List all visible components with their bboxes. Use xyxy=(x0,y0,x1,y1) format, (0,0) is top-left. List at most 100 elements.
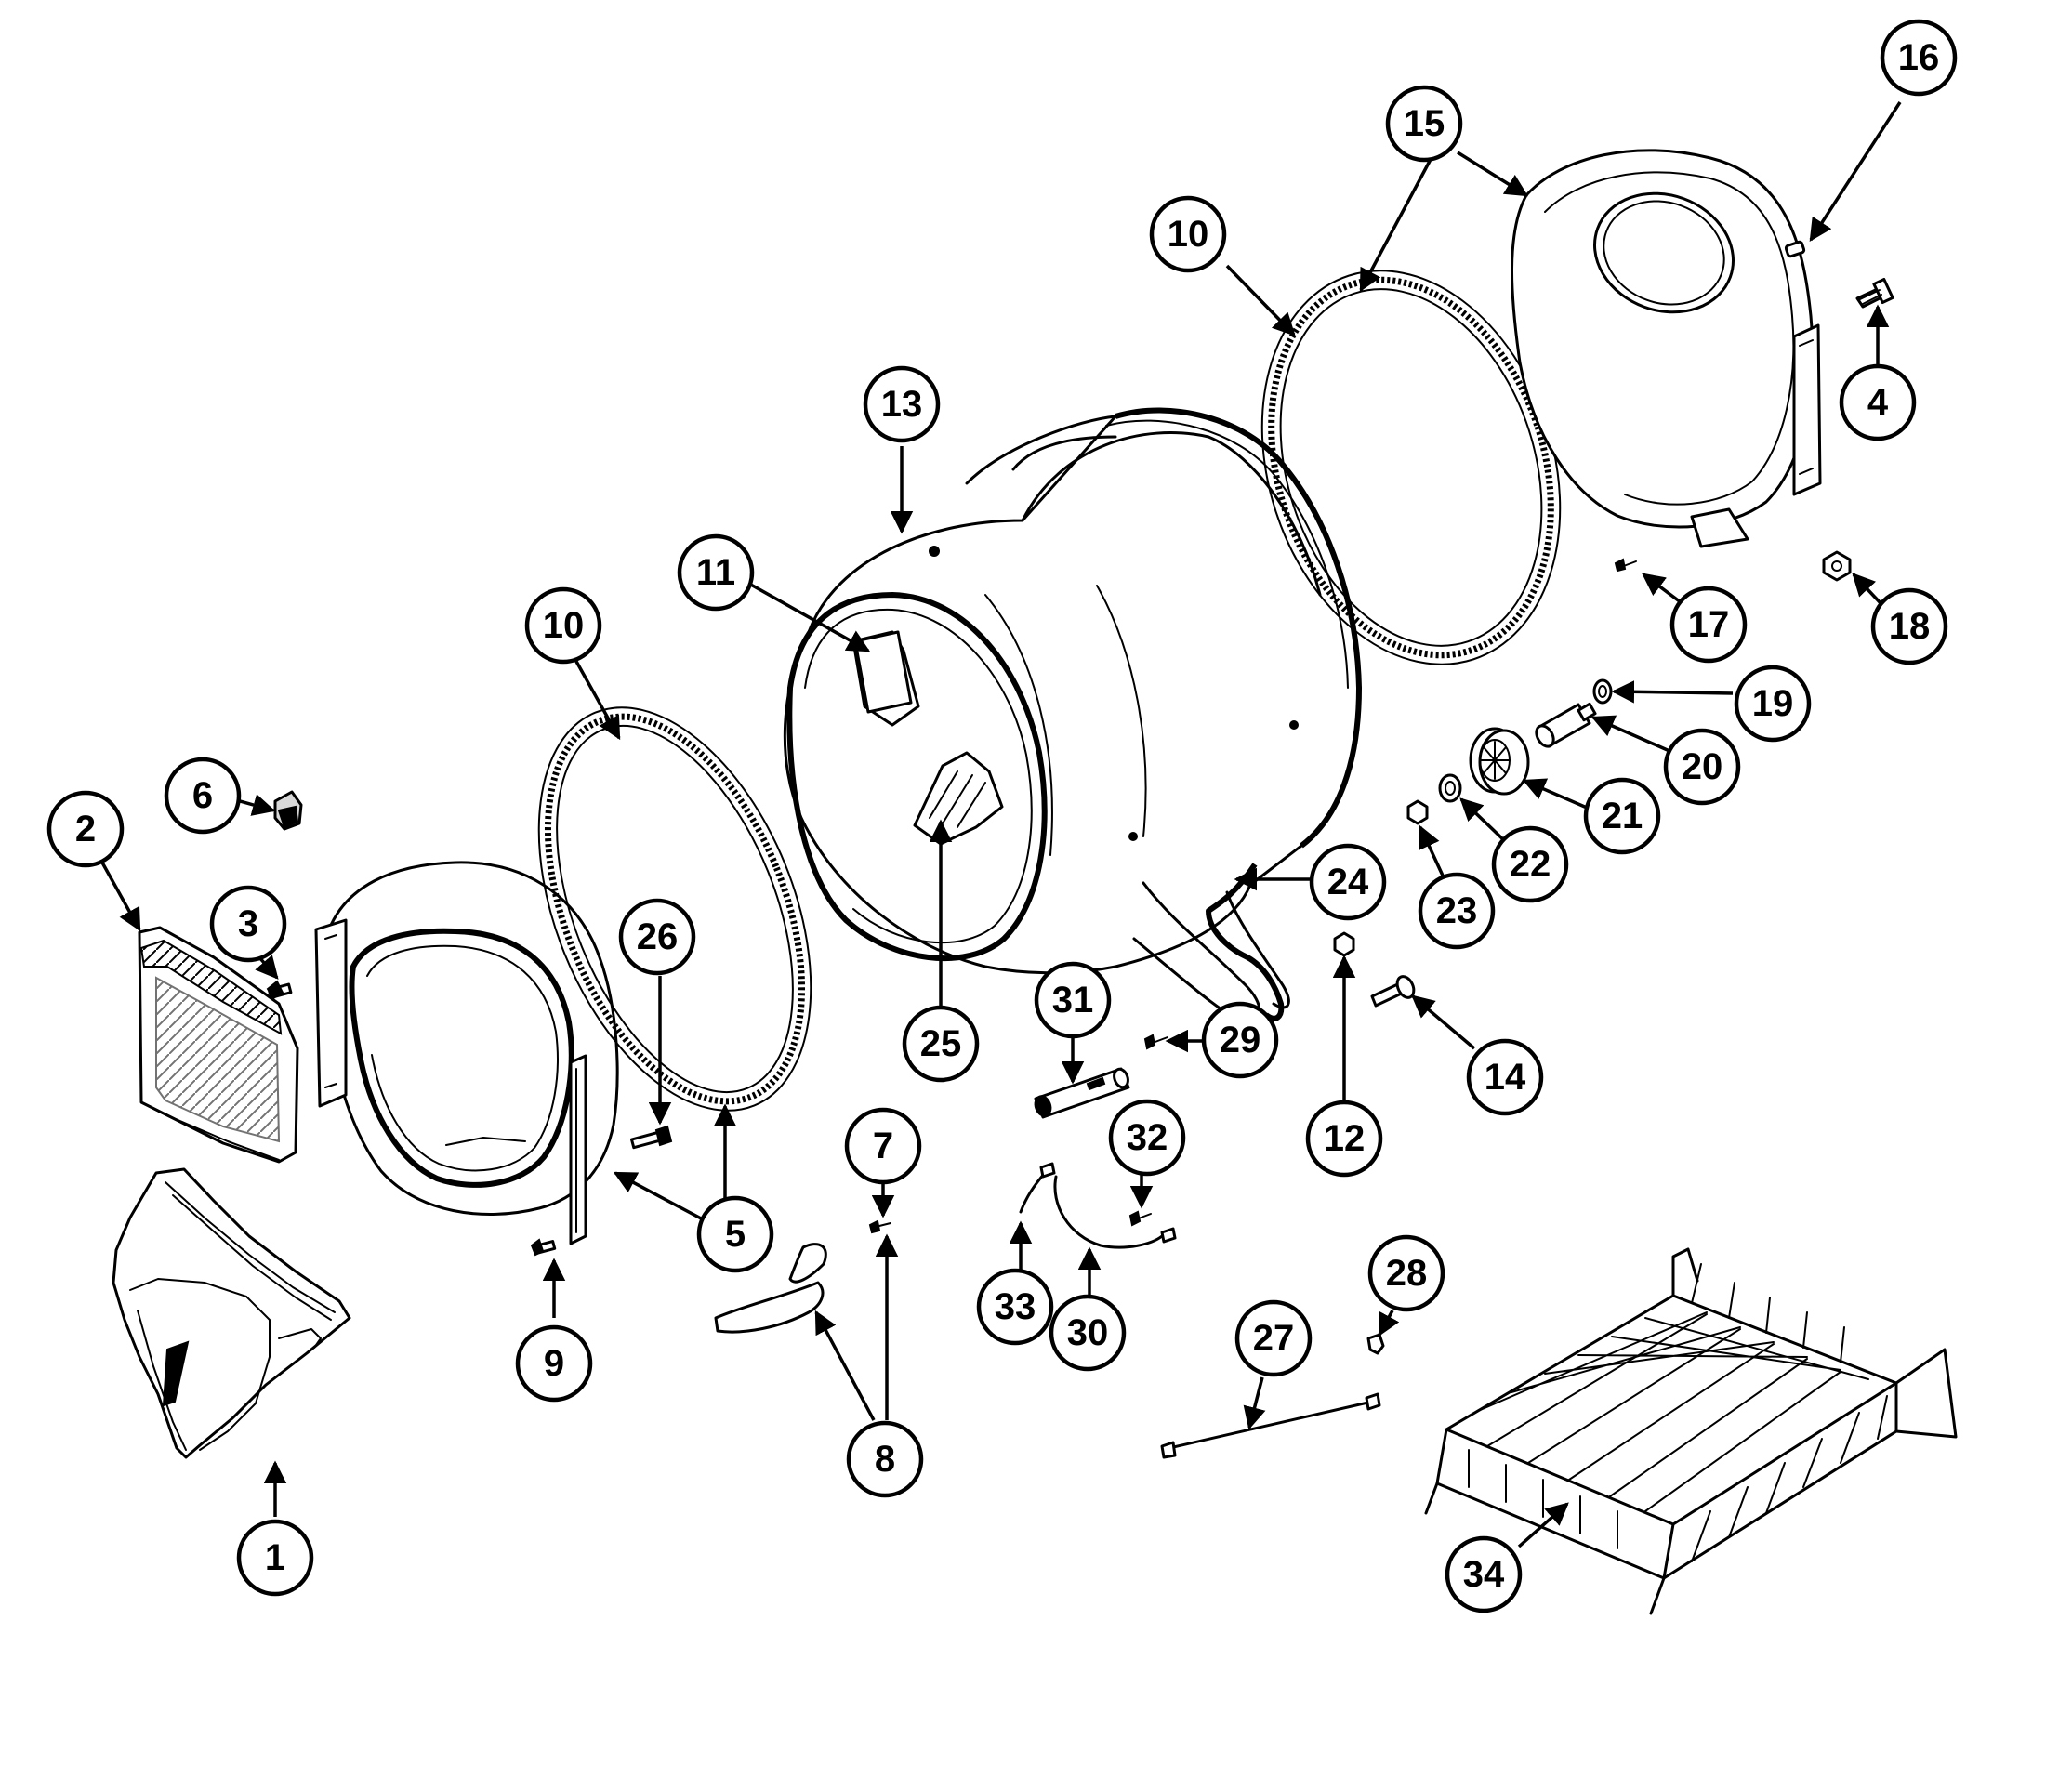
svg-text:22: 22 xyxy=(1510,844,1551,885)
callout-30: 30 xyxy=(1049,1294,1127,1372)
leader-34 xyxy=(1517,1502,1569,1548)
bracket-8 xyxy=(714,1243,827,1334)
nut-12 xyxy=(1333,931,1355,957)
callout-32: 32 xyxy=(1108,1099,1186,1177)
callout-21: 21 xyxy=(1583,777,1661,855)
baffle-11 xyxy=(853,630,913,714)
svg-text:4: 4 xyxy=(1867,382,1889,423)
screw-9 xyxy=(530,1238,557,1257)
svg-text:11: 11 xyxy=(696,552,735,593)
callout-8: 8 xyxy=(846,1420,924,1498)
screw-29 xyxy=(1143,1034,1168,1050)
roller-shaft-31 xyxy=(1034,1067,1130,1119)
callout-12: 12 xyxy=(1305,1100,1383,1178)
callout-24: 24 xyxy=(1309,843,1387,921)
svg-text:14: 14 xyxy=(1485,1057,1526,1098)
front-panel-duct xyxy=(112,1167,351,1459)
callout-28: 28 xyxy=(1367,1234,1445,1312)
svg-text:27: 27 xyxy=(1253,1318,1295,1359)
callout-16: 16 xyxy=(1880,19,1958,97)
callout-18: 18 xyxy=(1870,587,1948,665)
callout-26: 26 xyxy=(618,898,696,976)
callout-10-rear: 10 xyxy=(1149,195,1227,273)
bolt-14 xyxy=(1370,975,1416,1008)
callout-7: 7 xyxy=(844,1107,922,1185)
leader-15a xyxy=(1359,150,1437,293)
callout-25: 25 xyxy=(902,1005,980,1083)
svg-text:31: 31 xyxy=(1052,980,1094,1021)
front-bulkhead xyxy=(314,861,619,1245)
leader-19 xyxy=(1611,680,1734,704)
svg-text:33: 33 xyxy=(995,1286,1036,1327)
leader-15b xyxy=(1457,151,1529,197)
callout-5: 5 xyxy=(696,1195,774,1273)
screw-7 xyxy=(868,1219,891,1234)
svg-text:8: 8 xyxy=(875,1439,895,1480)
callout-20: 20 xyxy=(1663,728,1741,806)
washer-22 xyxy=(1438,773,1462,803)
clip-6 xyxy=(273,790,303,831)
callout-9: 9 xyxy=(515,1324,593,1403)
svg-text:13: 13 xyxy=(881,384,923,425)
svg-text:2: 2 xyxy=(75,809,96,849)
svg-text:29: 29 xyxy=(1220,1020,1261,1060)
leader-17 xyxy=(1642,573,1683,604)
leader-21 xyxy=(1522,778,1594,812)
callout-31: 31 xyxy=(1034,961,1112,1039)
wire-harness-30 xyxy=(1053,1175,1177,1249)
bolt-4 xyxy=(1855,277,1894,309)
svg-text:7: 7 xyxy=(873,1126,893,1166)
svg-text:23: 23 xyxy=(1436,890,1478,931)
svg-text:10: 10 xyxy=(1168,214,1209,255)
svg-text:6: 6 xyxy=(192,775,213,816)
screw-28 xyxy=(1366,1333,1385,1355)
leader-16 xyxy=(1809,101,1902,243)
callout-10-front: 10 xyxy=(524,586,602,665)
svg-text:28: 28 xyxy=(1386,1253,1428,1294)
callout-3: 3 xyxy=(209,885,287,963)
svg-text:15: 15 xyxy=(1404,103,1445,144)
wire-lead-33 xyxy=(1019,1162,1056,1214)
svg-text:34: 34 xyxy=(1463,1554,1505,1595)
svg-text:1: 1 xyxy=(265,1537,285,1578)
svg-text:3: 3 xyxy=(238,903,258,944)
callout-17: 17 xyxy=(1669,586,1748,664)
svg-text:21: 21 xyxy=(1602,796,1643,836)
rear-bulkhead xyxy=(1511,149,1822,548)
callout-22: 22 xyxy=(1491,825,1569,903)
leader-10b xyxy=(1225,264,1296,336)
svg-text:18: 18 xyxy=(1889,606,1931,647)
callout-33: 33 xyxy=(976,1268,1054,1346)
callout-6: 6 xyxy=(164,757,242,835)
svg-text:19: 19 xyxy=(1752,683,1794,724)
svg-text:25: 25 xyxy=(920,1023,962,1064)
callout-19: 19 xyxy=(1734,665,1812,743)
leader-lines xyxy=(100,101,1902,1548)
callout-29: 29 xyxy=(1201,1001,1279,1079)
leader-23 xyxy=(1419,824,1445,876)
roller-21 xyxy=(1469,727,1530,796)
callout-13: 13 xyxy=(863,365,941,443)
svg-text:10: 10 xyxy=(543,605,585,646)
leader-22 xyxy=(1459,797,1508,844)
callout-4: 4 xyxy=(1839,363,1917,441)
ground-strap-27 xyxy=(1160,1392,1381,1459)
screw-26 xyxy=(629,1125,673,1150)
svg-text:9: 9 xyxy=(544,1343,564,1384)
svg-text:26: 26 xyxy=(637,916,679,957)
drive-belt xyxy=(1011,435,1285,1021)
callout-14: 14 xyxy=(1466,1038,1544,1116)
drying-rack-34 xyxy=(1424,1247,1958,1615)
shaft-20 xyxy=(1535,702,1597,748)
callout-2: 2 xyxy=(46,790,125,868)
svg-text:20: 20 xyxy=(1682,746,1723,787)
leader-8a xyxy=(814,1310,876,1421)
svg-text:16: 16 xyxy=(1898,37,1940,78)
nut-23 xyxy=(1406,799,1429,825)
callout-1: 1 xyxy=(236,1519,314,1597)
leader-14 xyxy=(1411,994,1476,1050)
plug-16 xyxy=(1784,240,1806,258)
leader-18 xyxy=(1852,573,1883,606)
leader-11 xyxy=(748,582,871,652)
